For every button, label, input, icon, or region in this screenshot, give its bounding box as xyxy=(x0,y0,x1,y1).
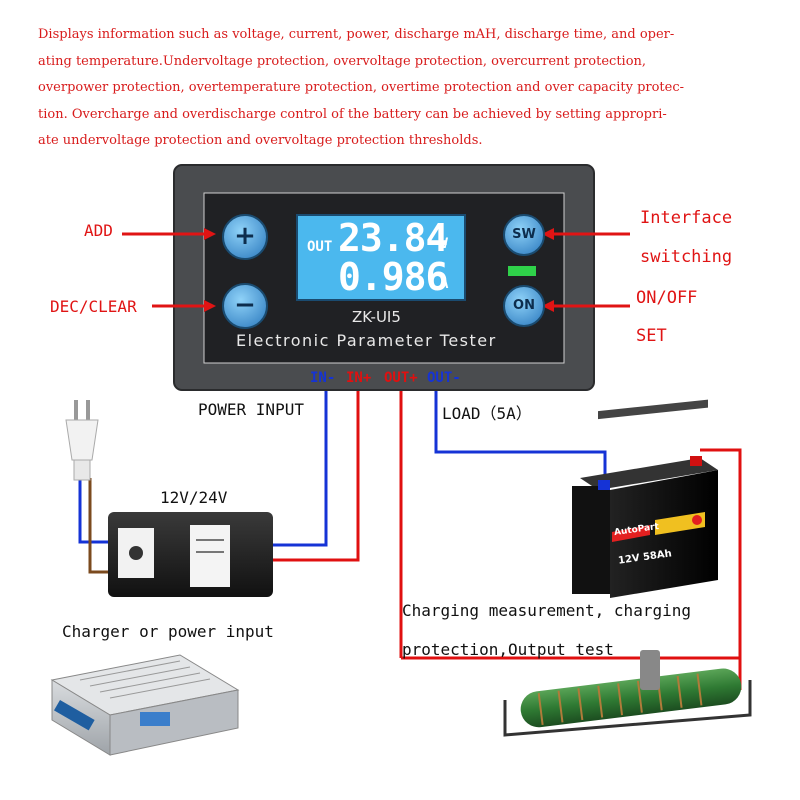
tester-module xyxy=(173,164,595,391)
lcd-voltage: 23.84 xyxy=(338,216,448,260)
description-line: ating temperature.Undervoltage protectio… xyxy=(38,53,647,69)
mains-cord-blue xyxy=(78,478,108,544)
lcd-voltage-unit: V xyxy=(440,236,449,252)
lcd-current-unit: A xyxy=(440,276,449,292)
description-line: Displays information such as voltage, cu… xyxy=(38,27,675,42)
set-label: SET xyxy=(636,326,667,346)
charging-label-1: Charging measurement, charging xyxy=(402,601,691,620)
load-resistor xyxy=(503,650,752,737)
switching-psu xyxy=(50,654,240,756)
load-label: LOAD（5A） xyxy=(442,404,532,423)
onoff-label: ON/OFF xyxy=(636,288,698,308)
mains-cord-brown xyxy=(88,478,108,574)
device-subtitle: Electronic Parameter Tester xyxy=(236,331,497,350)
lcd-current: 0.986 xyxy=(338,255,448,299)
wires xyxy=(78,385,742,690)
charging-label-2: protection,Output test xyxy=(402,640,614,659)
terminal-out-plus: OUT+ xyxy=(384,370,418,386)
power-adapter xyxy=(108,512,273,597)
power-plug xyxy=(65,400,99,481)
model-name: ZK-UI5 xyxy=(352,308,401,326)
wire-out-plus-load xyxy=(401,448,742,660)
dec-button[interactable]: − xyxy=(222,283,268,329)
description-line: overpower protection, overtemperature pr… xyxy=(38,80,685,95)
interface-label-2: switching xyxy=(640,247,733,267)
on-button[interactable]: ON xyxy=(503,285,545,327)
wire-out-minus xyxy=(434,385,607,482)
sw-button[interactable]: SW xyxy=(503,214,545,256)
description-text: Displays information such as voltage, cu… xyxy=(38,22,768,155)
wire-in-minus xyxy=(272,385,328,547)
adapter-voltage-label: 12V/24V xyxy=(160,488,228,507)
dec-clear-label: DEC/CLEAR xyxy=(50,297,137,316)
add-label: ADD xyxy=(84,221,113,240)
annotation-arrows xyxy=(122,228,630,312)
interface-label-1: Interface xyxy=(640,208,733,228)
description-line: tion. Overcharge and overdischarge contr… xyxy=(38,106,667,122)
terminal-out-minus: OUT- xyxy=(427,370,461,386)
add-button[interactable]: + xyxy=(222,214,268,260)
car-battery xyxy=(572,399,718,598)
charger-label: Charger or power input xyxy=(62,622,274,641)
minus-icon: − xyxy=(234,290,256,320)
terminal-in-minus: IN- xyxy=(310,370,336,386)
sw-button-label: SW xyxy=(512,227,536,242)
description-line: ate undervoltage protection and overvolt… xyxy=(38,133,483,148)
terminal-in-plus: IN+ xyxy=(346,370,372,386)
lcd-screen xyxy=(296,214,466,301)
wire-in-plus xyxy=(272,385,360,562)
plus-icon: + xyxy=(234,221,256,251)
on-button-label: ON xyxy=(513,298,535,313)
lcd-prefix: OUT xyxy=(307,239,333,255)
power-input-label: POWER INPUT xyxy=(198,400,304,419)
